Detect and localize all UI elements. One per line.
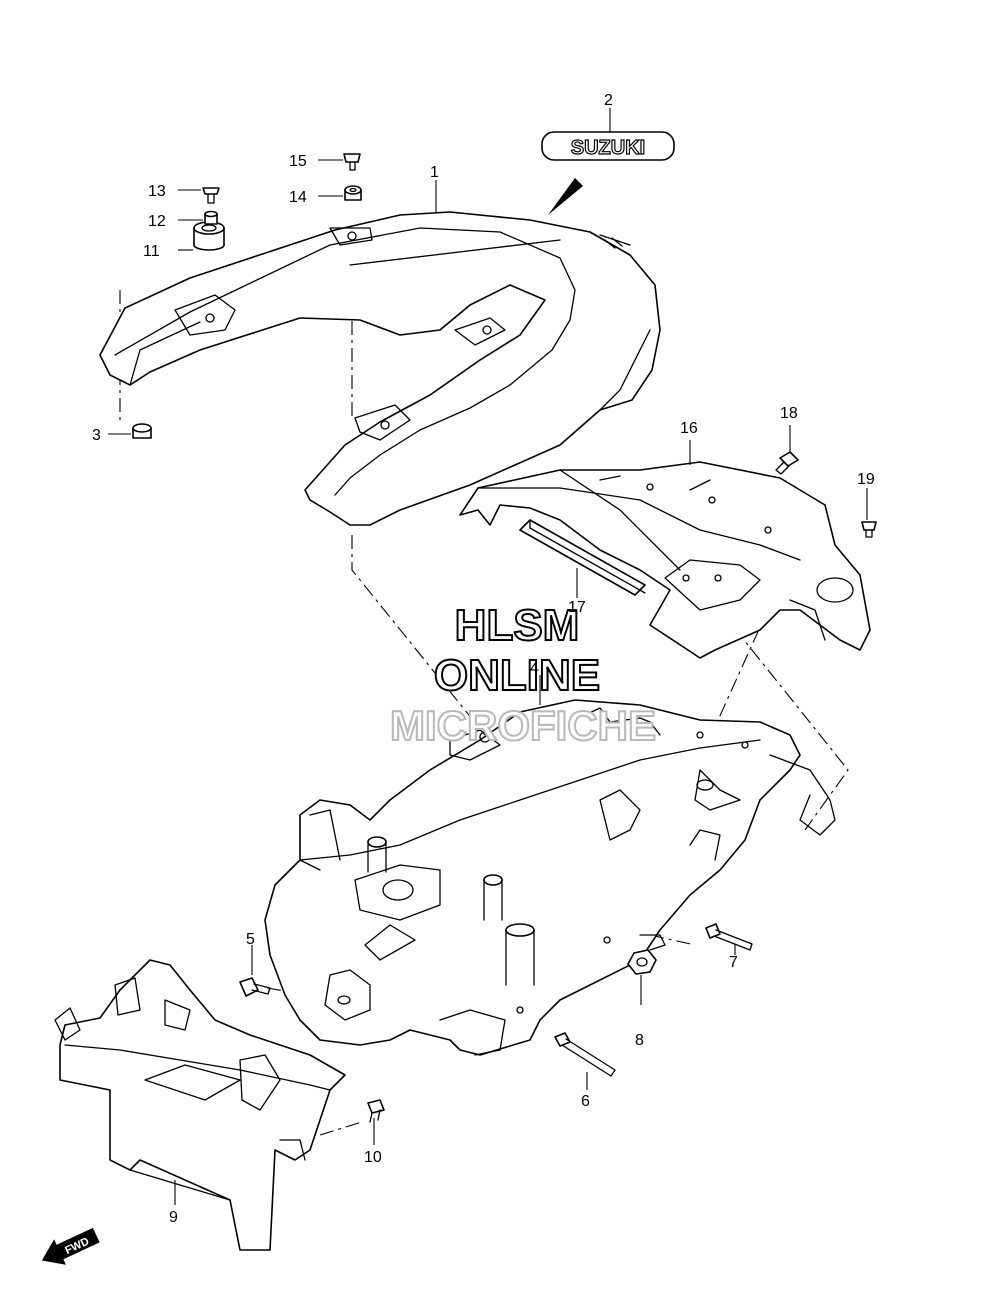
bolt-15[interactable] bbox=[343, 153, 361, 171]
callout-9[interactable]: 9 bbox=[169, 1209, 178, 1226]
callout-8[interactable]: 8 bbox=[635, 1032, 644, 1049]
callout-19[interactable]: 19 bbox=[857, 471, 875, 488]
clip-10[interactable] bbox=[367, 1099, 385, 1123]
callout-15[interactable]: 15 bbox=[289, 153, 307, 170]
callout-labels: 1 2 3 4 5 6 7 8 9 10 11 12 13 14 15 16 1… bbox=[92, 92, 875, 1226]
suzuki-emblem[interactable]: SUZUKI bbox=[541, 131, 675, 161]
callout-2[interactable]: 2 bbox=[604, 92, 613, 109]
seat-tail-cover[interactable] bbox=[99, 211, 661, 526]
rear-fender-extension[interactable] bbox=[459, 461, 871, 659]
callout-leaders bbox=[108, 108, 868, 1205]
watermark-line-2: ONLINE bbox=[434, 651, 600, 700]
callout-10[interactable]: 10 bbox=[364, 1149, 382, 1166]
fwd-label: FWD bbox=[63, 1235, 91, 1256]
watermark-line-1: HLSM bbox=[455, 601, 580, 650]
callout-6[interactable]: 6 bbox=[581, 1093, 590, 1110]
nut-8[interactable] bbox=[627, 949, 657, 975]
callout-4[interactable]: 4 bbox=[530, 660, 539, 677]
rear-fender[interactable] bbox=[264, 699, 836, 1056]
emblem-text: SUZUKI bbox=[571, 137, 645, 159]
fwd-arrow-icon: FWD bbox=[41, 1227, 100, 1265]
callout-11[interactable]: 11 bbox=[143, 243, 160, 260]
callout-1[interactable]: 1 bbox=[430, 164, 439, 181]
callout-18[interactable]: 18 bbox=[780, 405, 798, 422]
callout-13[interactable]: 13 bbox=[148, 183, 166, 200]
callout-12[interactable]: 12 bbox=[148, 213, 166, 230]
seal-strip-17[interactable] bbox=[519, 519, 646, 596]
screw-18[interactable] bbox=[775, 451, 799, 475]
lower-tray[interactable] bbox=[54, 959, 346, 1251]
bolt-6[interactable] bbox=[554, 1032, 616, 1077]
collar-12[interactable] bbox=[204, 210, 218, 225]
bolt-7[interactable] bbox=[705, 923, 753, 951]
screw-19[interactable] bbox=[861, 521, 877, 538]
callout-16[interactable]: 16 bbox=[680, 420, 698, 437]
watermark: HLSM ONLINE MICROFICHE bbox=[389, 600, 657, 750]
cushion-3[interactable] bbox=[132, 423, 152, 439]
cushion-11[interactable] bbox=[193, 221, 225, 251]
callout-14[interactable]: 14 bbox=[289, 189, 307, 206]
callout-5[interactable]: 5 bbox=[246, 931, 255, 948]
screw-13[interactable] bbox=[202, 187, 220, 204]
emblem-pointer bbox=[548, 178, 583, 215]
callout-17[interactable]: 17 bbox=[568, 599, 586, 616]
callout-7[interactable]: 7 bbox=[729, 954, 738, 971]
watermark-line-3: MICROFICHE bbox=[390, 702, 656, 749]
cushion-14[interactable] bbox=[344, 185, 362, 201]
callout-3[interactable]: 3 bbox=[92, 427, 101, 444]
bolt-5[interactable] bbox=[239, 977, 271, 997]
